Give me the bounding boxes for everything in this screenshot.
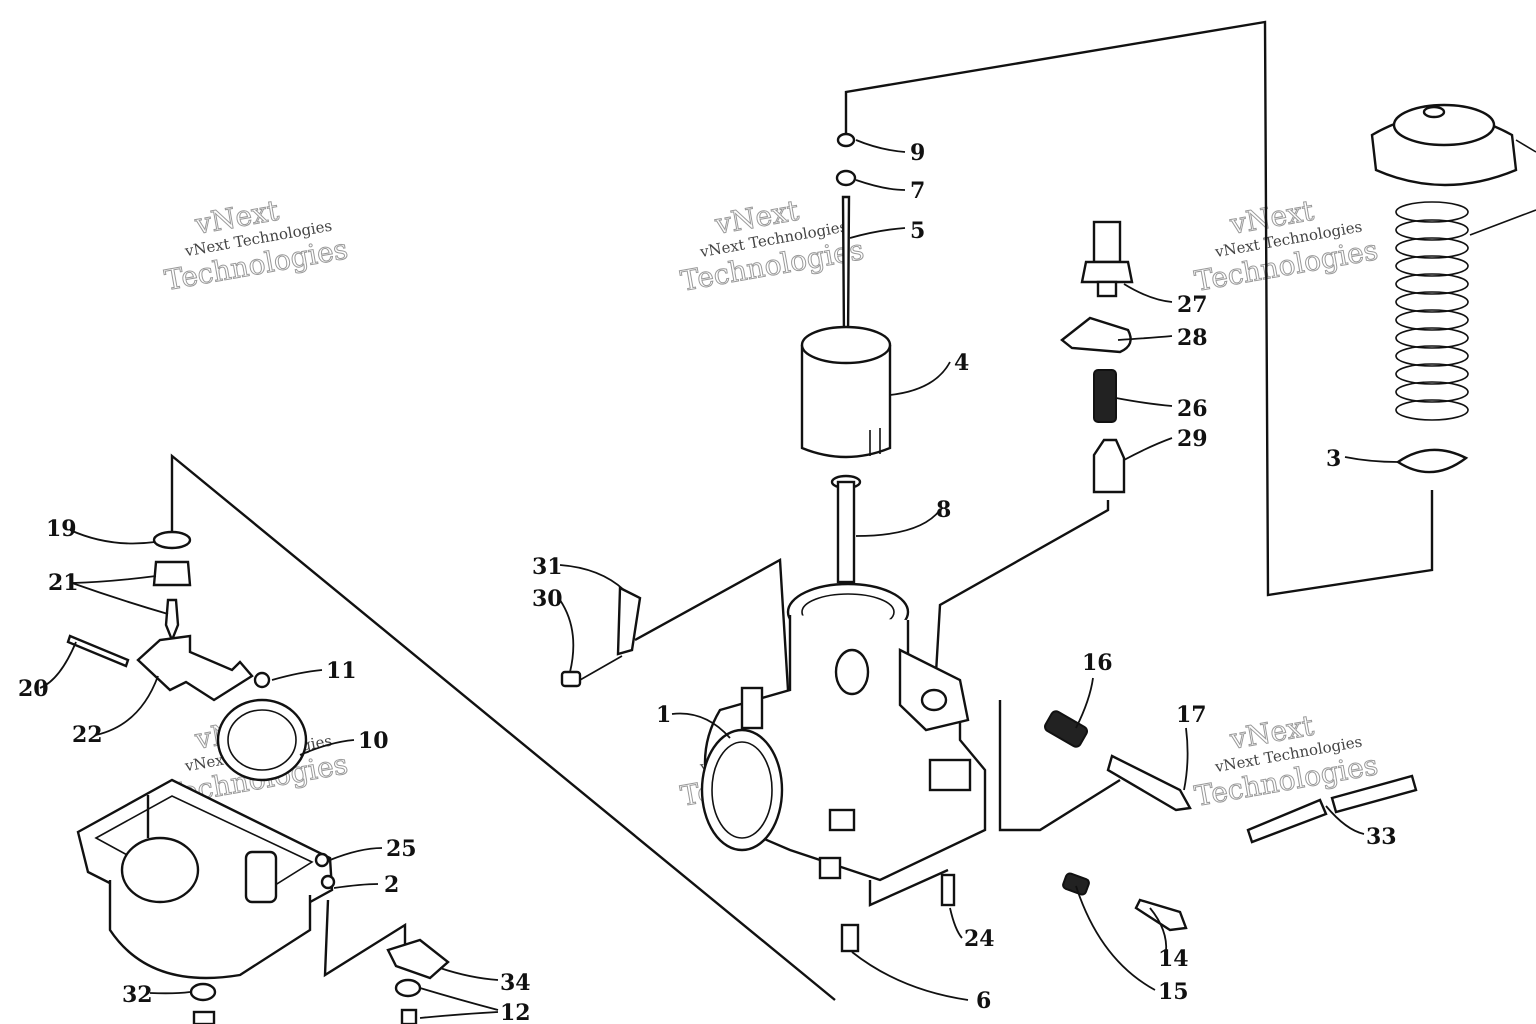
callout-25: 25	[386, 836, 417, 862]
part-17-screw	[1106, 754, 1192, 812]
callout-7: 7	[910, 178, 925, 204]
callout-30: 30	[532, 586, 563, 612]
callout-2: 2	[384, 872, 399, 898]
part-12-washers	[394, 978, 422, 1024]
callout-27: 27	[1177, 292, 1208, 318]
callout-32: 32	[122, 982, 153, 1008]
callouts: 9 7 5 4 27 28 26 29 8 3 31 30 1 19 21 20…	[18, 140, 1397, 1024]
part-9-clip	[836, 132, 856, 148]
part-29-cap	[1092, 438, 1126, 494]
callout-17: 17	[1176, 702, 1207, 728]
callout-1: 1	[656, 702, 671, 728]
callout-26: 26	[1177, 396, 1208, 422]
part-6-main-jet	[840, 923, 860, 953]
part-27-adjuster	[1080, 220, 1134, 298]
watermark-2: vNext vNext Technologies Technologies	[678, 193, 867, 298]
part-30-screw	[560, 655, 623, 688]
part-11-ball	[253, 671, 271, 689]
callout-22: 22	[72, 722, 103, 748]
part-4-throttle-slide	[800, 325, 892, 459]
part-1-carburetor-body	[700, 582, 987, 882]
part-24-jet	[940, 873, 956, 907]
part-31-bracket	[616, 586, 642, 656]
callout-29: 29	[1177, 426, 1208, 452]
callout-11: 11	[326, 658, 357, 684]
callout-6: 6	[976, 988, 991, 1014]
callout-12: 12	[500, 1000, 531, 1024]
part-22-float-arm	[136, 634, 254, 702]
callout-33: 33	[1366, 824, 1397, 850]
callout-4: 4	[954, 350, 969, 376]
callout-31: 31	[532, 554, 563, 580]
callout-34: 34	[500, 970, 531, 996]
part-21-needle-valve	[152, 560, 192, 644]
assembly-lines	[170, 20, 1434, 1001]
part-2-float-bowl	[76, 778, 336, 980]
callout-19: 19	[46, 516, 77, 542]
part-32-washer	[189, 982, 217, 1024]
callout-15: 15	[1158, 979, 1189, 1005]
part-3-cap-spring	[1370, 103, 1536, 474]
part-26-spring	[1093, 369, 1117, 423]
callout-16: 16	[1082, 650, 1113, 676]
part-19-ring	[152, 530, 192, 550]
callout-21: 21	[48, 570, 79, 596]
part-15-spring	[1062, 872, 1090, 896]
callout-8: 8	[936, 497, 951, 523]
watermark-3: vNext vNext Technologies Technologies	[1192, 193, 1381, 298]
part-34-gasket	[386, 938, 450, 980]
callout-24: 24	[964, 926, 995, 952]
callout-20: 20	[18, 676, 49, 702]
part-16-spring	[1044, 710, 1088, 748]
callout-14: 14	[1158, 946, 1189, 972]
callout-3: 3	[1326, 446, 1341, 472]
callout-5: 5	[910, 218, 925, 244]
part-10-float	[216, 698, 308, 782]
callout-28: 28	[1177, 325, 1208, 351]
callout-9: 9	[910, 140, 925, 166]
part-28-plate	[1060, 316, 1132, 354]
part-7-washer	[835, 169, 857, 187]
leader-lines	[39, 139, 1399, 1019]
part-33-tube	[1246, 774, 1418, 844]
callout-10: 10	[358, 728, 389, 754]
watermark-1: vNext vNext Technologies Technologies	[162, 193, 351, 297]
part-20-pin	[66, 634, 130, 668]
part-8-rod	[830, 474, 862, 584]
part-14-screw	[1134, 898, 1188, 932]
